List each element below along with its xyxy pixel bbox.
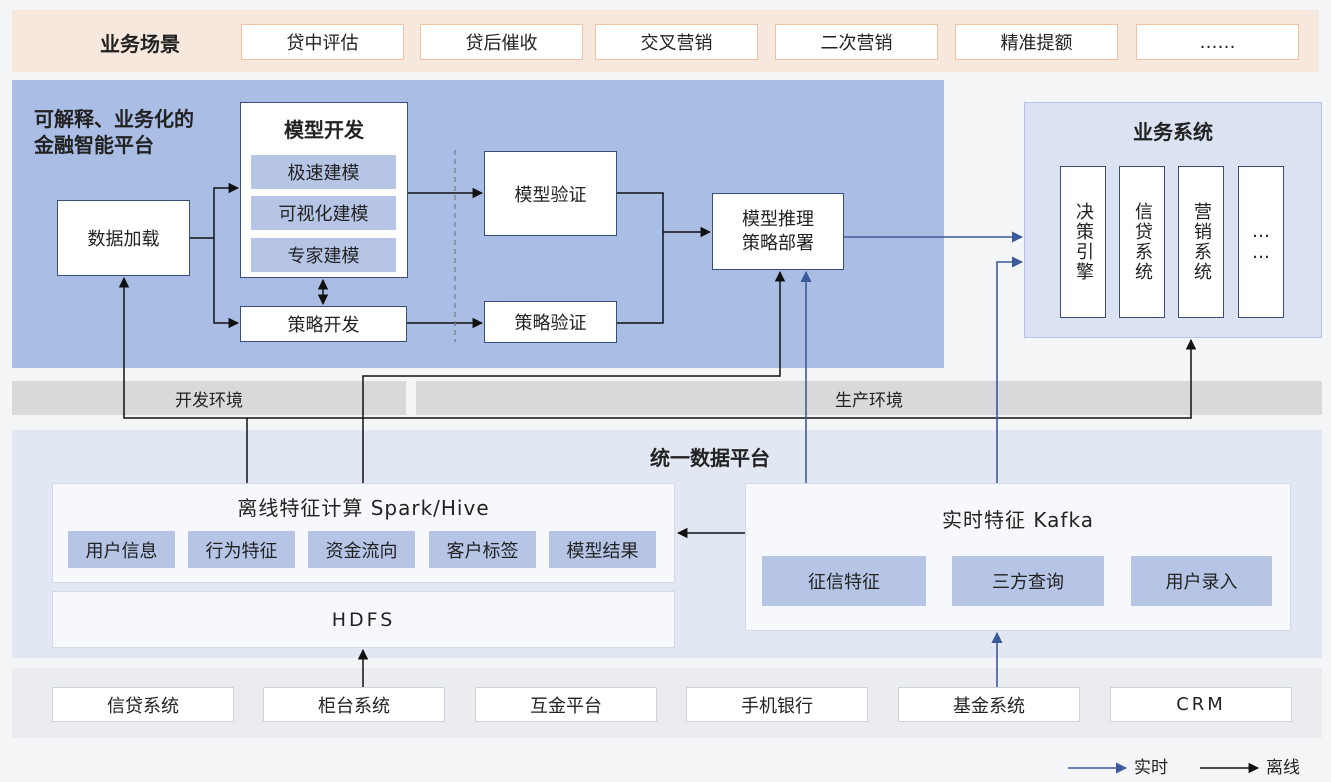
scenario-item[interactable]: 贷后催收 <box>420 24 583 60</box>
offline-item-behavior[interactable]: 行为特征 <box>188 531 295 568</box>
deploy-box[interactable]: 模型推理 策略部署 <box>712 193 844 270</box>
strategy-validate-box[interactable]: 策略验证 <box>484 301 617 343</box>
strategy-dev-box[interactable]: 策略开发 <box>240 306 407 342</box>
biz-system-item-credit[interactable]: 信贷系统 <box>1119 166 1165 318</box>
deploy-line2: 策略部署 <box>742 232 814 254</box>
model-dev-item-visual[interactable]: 可视化建模 <box>251 196 396 230</box>
biz-system-item-marketing[interactable]: 营销系统 <box>1178 166 1224 318</box>
scenario-label: 业务场景 <box>100 31 180 56</box>
source-mobile-banking[interactable]: 手机银行 <box>686 687 868 722</box>
realtime-feature-title: 实时特征 Kafka <box>942 507 1094 532</box>
model-dev-title: 模型开发 <box>284 117 364 142</box>
biz-system-title: 业务系统 <box>1133 119 1213 144</box>
platform-title-line1: 可解释、业务化的 <box>34 107 194 131</box>
biz-system-item-decision[interactable]: 决策引擎 <box>1060 166 1106 318</box>
legend-offline-label: 离线 <box>1266 758 1300 778</box>
hdfs-box[interactable]: HDFS <box>52 591 675 648</box>
source-counter-system[interactable]: 柜台系统 <box>263 687 445 722</box>
legend-realtime-label: 实时 <box>1134 758 1168 778</box>
realtime-item-third-party[interactable]: 三方查询 <box>952 556 1104 606</box>
scenario-item[interactable]: 交叉营销 <box>595 24 758 60</box>
offline-item-funds-flow[interactable]: 资金流向 <box>308 531 415 568</box>
offline-feature-title: 离线特征计算 Spark/Hive <box>237 495 490 520</box>
source-crm[interactable]: CRM <box>1110 687 1292 722</box>
scenario-item[interactable]: 二次营销 <box>775 24 938 60</box>
model-validate-box[interactable]: 模型验证 <box>484 151 617 236</box>
prod-env-bar: 生产环境 <box>416 381 1322 415</box>
platform-title-line2: 金融智能平台 <box>34 133 154 157</box>
deploy-line1: 模型推理 <box>742 208 814 230</box>
source-credit-system[interactable]: 信贷系统 <box>52 687 234 722</box>
source-internet-finance[interactable]: 互金平台 <box>475 687 657 722</box>
offline-item-user-info[interactable]: 用户信息 <box>68 531 175 568</box>
biz-system-item-more[interactable]: …… <box>1238 166 1284 318</box>
scenario-item[interactable]: 精准提额 <box>955 24 1118 60</box>
source-fund-system[interactable]: 基金系统 <box>898 687 1080 722</box>
scenario-item[interactable]: …… <box>1136 24 1299 60</box>
realtime-item-credit-report[interactable]: 征信特征 <box>762 556 926 606</box>
realtime-item-user-input[interactable]: 用户录入 <box>1131 556 1272 606</box>
scenario-item[interactable]: 贷中评估 <box>241 24 404 60</box>
dev-env-bar: 开发环境 <box>12 381 406 415</box>
platform-title: 可解释、业务化的 金融智能平台 <box>34 106 194 158</box>
model-dev-item-expert[interactable]: 专家建模 <box>251 238 396 272</box>
offline-item-model-results[interactable]: 模型结果 <box>549 531 656 568</box>
data-load-box[interactable]: 数据加载 <box>57 200 190 276</box>
offline-item-customer-tags[interactable]: 客户标签 <box>429 531 536 568</box>
data-platform-title: 统一数据平台 <box>650 445 770 470</box>
model-dev-item-fast[interactable]: 极速建模 <box>251 155 396 189</box>
